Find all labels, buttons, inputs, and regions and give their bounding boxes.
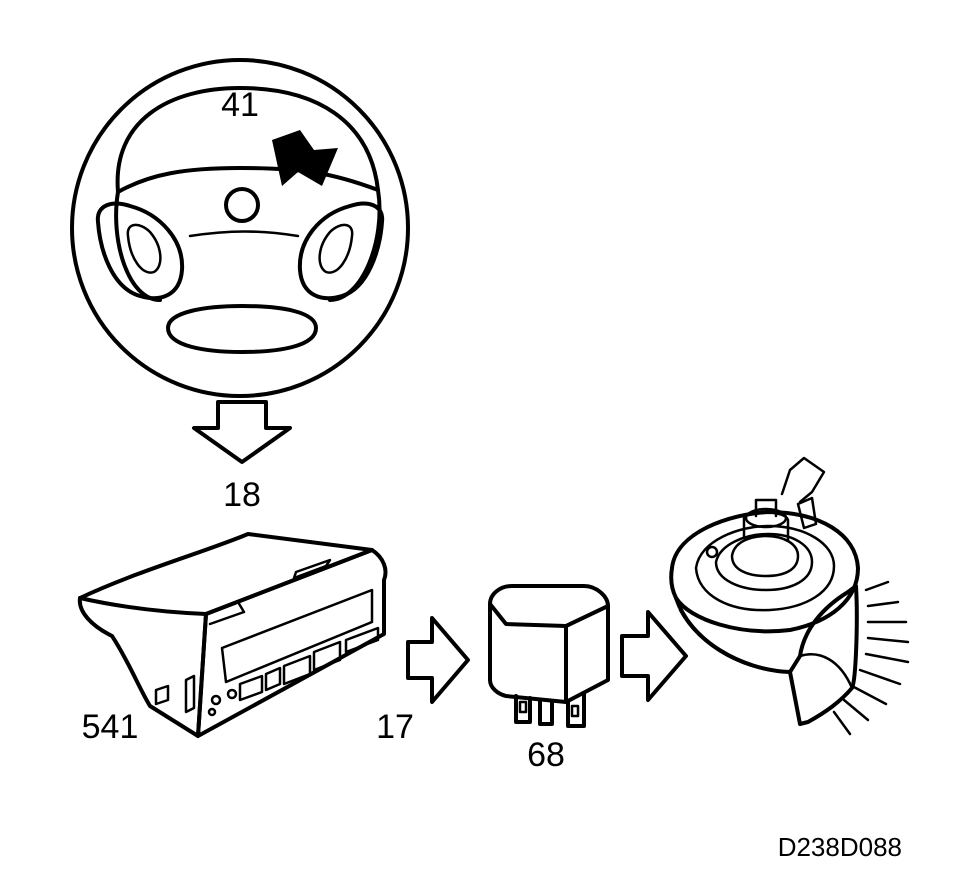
label-18: 18	[223, 476, 261, 514]
label-541: 541	[82, 708, 139, 746]
arrow-down-icon	[192, 400, 292, 464]
control-module	[77, 532, 388, 738]
steering-wheel	[70, 58, 410, 398]
label-17: 17	[376, 708, 414, 746]
label-68: 68	[527, 736, 565, 774]
arrow-right-icon-1	[406, 616, 470, 704]
relay	[488, 584, 610, 728]
arrow-right-icon-2	[620, 610, 688, 702]
horn	[669, 456, 910, 736]
press-arrow-icon	[272, 130, 338, 186]
label-41: 41	[221, 86, 259, 124]
figure-reference-code: D238D088	[778, 832, 902, 862]
horn-button-center	[224, 187, 260, 223]
